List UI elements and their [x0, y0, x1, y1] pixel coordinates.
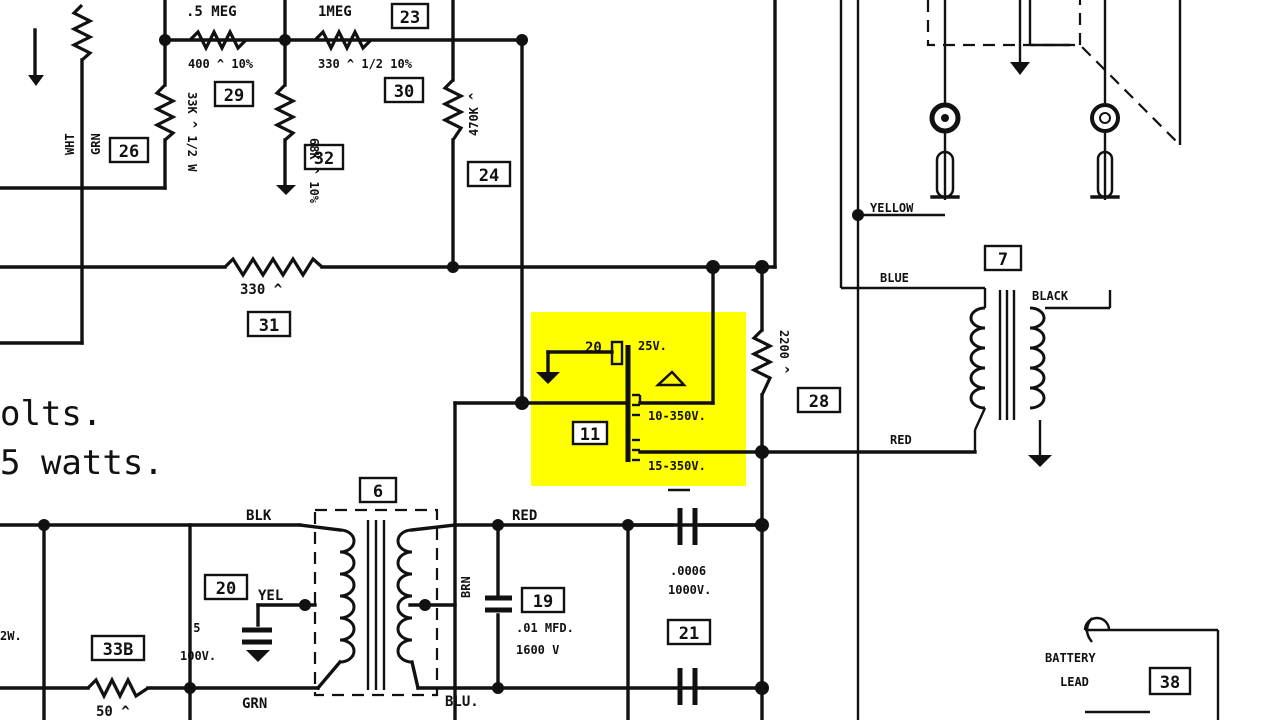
part-box-21: 21	[666, 618, 712, 646]
svg-text:68K ^ 10%: 68K ^ 10%	[307, 138, 321, 204]
transformer-7	[969, 288, 1046, 431]
svg-text:30: 30	[394, 82, 414, 102]
svg-text:.5 MEG: .5 MEG	[186, 4, 237, 20]
part-box-19: 19	[520, 586, 566, 614]
part-box-33b: 33B	[90, 634, 146, 662]
part-box-23: 23	[390, 2, 430, 30]
resistors	[70, 3, 774, 700]
part-box-24: 24	[466, 160, 512, 188]
part-box-7: 7	[983, 244, 1023, 272]
svg-text:100V.: 100V.	[180, 649, 216, 663]
junction-dots	[38, 34, 864, 695]
part-box-20: 20	[203, 573, 249, 601]
svg-text:25V.: 25V.	[638, 339, 667, 353]
svg-text:BLACK: BLACK	[1032, 289, 1069, 303]
svg-text:20: 20	[585, 340, 602, 356]
svg-text:19: 19	[533, 592, 553, 612]
svg-text:RED: RED	[512, 508, 537, 524]
part-box-28: 28	[796, 386, 842, 414]
svg-text:LEAD: LEAD	[1060, 675, 1089, 689]
svg-text:26: 26	[119, 142, 139, 162]
svg-text:470K ^: 470K ^	[467, 93, 481, 136]
svg-text:GRN: GRN	[89, 133, 103, 155]
component-labels: .5 MEG 1MEG 400 ^ 10% 330 ^ 1/2 10% 470K…	[0, 4, 1096, 720]
svg-text:.5: .5	[186, 621, 200, 635]
svg-text:2200 ^: 2200 ^	[777, 330, 791, 373]
part-box-32: 32	[303, 143, 345, 171]
wires	[0, 0, 1220, 720]
svg-text:23: 23	[400, 8, 420, 28]
svg-text:330 ^ 1/2 10%: 330 ^ 1/2 10%	[318, 57, 413, 71]
svg-text:15-350V.: 15-350V.	[648, 459, 706, 473]
svg-text:BLU.: BLU.	[445, 694, 479, 710]
svg-text:28: 28	[809, 392, 829, 412]
svg-text:2W.: 2W.	[0, 629, 22, 643]
part-box-6: 6	[358, 476, 398, 504]
svg-text:21: 21	[679, 624, 699, 644]
svg-text:7: 7	[998, 250, 1008, 270]
svg-text:1000V.: 1000V.	[668, 583, 711, 597]
transformer-6	[298, 520, 457, 691]
svg-text:1MEG: 1MEG	[318, 4, 352, 20]
svg-text:WHT: WHT	[63, 133, 77, 155]
svg-text:5 watts.: 5 watts.	[0, 443, 164, 483]
svg-text:11: 11	[580, 425, 600, 445]
svg-text:.0006: .0006	[670, 564, 706, 578]
svg-text:38: 38	[1160, 673, 1180, 693]
svg-text:29: 29	[224, 86, 244, 106]
svg-text:GRN: GRN	[242, 696, 267, 712]
svg-text:.01 MFD.: .01 MFD.	[516, 621, 574, 635]
svg-text:33B: 33B	[103, 640, 134, 660]
ground-symbols	[28, 62, 1052, 662]
jack-sockets	[929, 102, 1120, 199]
svg-text:YELLOW: YELLOW	[870, 201, 914, 215]
part-box-31: 31	[246, 310, 292, 338]
svg-text:YEL: YEL	[258, 588, 283, 604]
part-number-boxes: 23 29 30 26 32 24 31 11 28 7 6 20 19 21 …	[90, 2, 1192, 696]
svg-text:400 ^ 10%: 400 ^ 10%	[188, 57, 254, 71]
svg-text:50 ^: 50 ^	[96, 704, 130, 720]
part-box-26: 26	[108, 136, 150, 164]
svg-text:330 ^: 330 ^	[240, 282, 283, 298]
svg-text:10-350V.: 10-350V.	[648, 409, 706, 423]
highlight-capacitor-11	[531, 312, 746, 486]
svg-text:RED: RED	[890, 433, 912, 447]
battery-lead-connector	[1083, 616, 1120, 643]
svg-text:33K ^ 1/2 W: 33K ^ 1/2 W	[185, 92, 199, 172]
svg-text:BLK: BLK	[246, 508, 272, 524]
dashed-shields	[313, 0, 1181, 697]
svg-text:olts.: olts.	[0, 394, 102, 434]
svg-text:BATTERY: BATTERY	[1045, 651, 1096, 665]
svg-text:BRN: BRN	[459, 576, 473, 598]
svg-text:32: 32	[314, 149, 334, 169]
svg-text:6: 6	[373, 482, 383, 502]
svg-text:20: 20	[216, 579, 236, 599]
part-box-29: 29	[213, 80, 255, 108]
svg-text:31: 31	[259, 316, 279, 336]
svg-text:BLUE: BLUE	[880, 271, 909, 285]
svg-text:1600 V: 1600 V	[516, 643, 559, 657]
notes-text: olts. 5 watts.	[0, 394, 164, 483]
svg-text:24: 24	[479, 166, 499, 186]
capacitors	[242, 340, 698, 705]
part-box-38: 38	[1148, 666, 1192, 696]
part-box-11: 11	[571, 420, 609, 446]
part-box-30: 30	[383, 76, 425, 104]
